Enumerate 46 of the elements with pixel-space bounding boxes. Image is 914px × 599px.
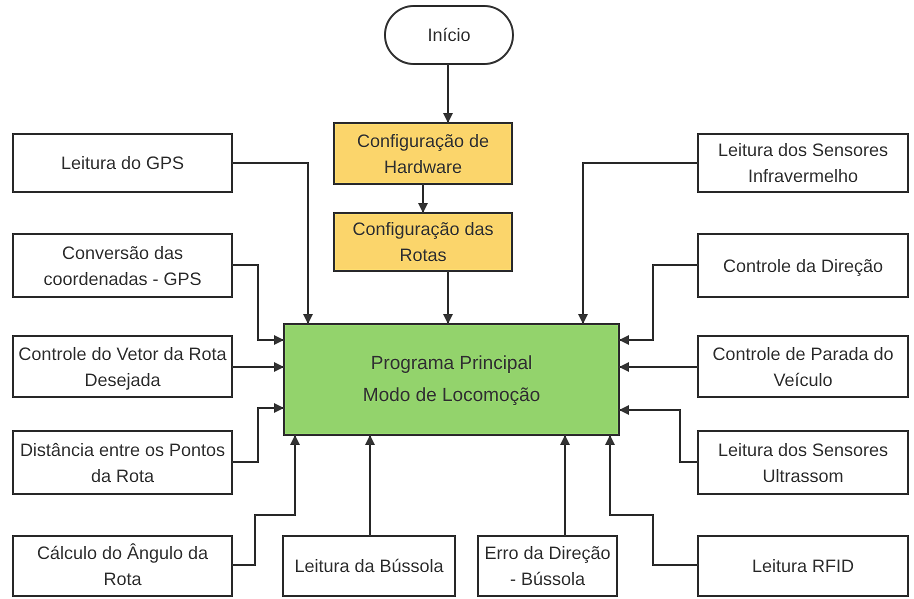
arrow: [560, 435, 570, 535]
arrow: [443, 65, 453, 123]
node-label: Configuração de Hardware: [356, 130, 490, 178]
arrow: [365, 435, 375, 535]
process-box: [697, 430, 909, 495]
node-label: Leitura dos Sensores Infravermelho: [716, 139, 890, 188]
process-box: [282, 535, 456, 597]
arrow: [443, 272, 453, 324]
node-label: Conversão das coordenadas - GPS: [42, 242, 203, 290]
arrow: [619, 264, 697, 345]
node-label: Configuração das Rotas: [351, 218, 495, 267]
main-process-box: [283, 323, 620, 436]
node-label: Erro da Direção - Bússola: [483, 542, 612, 591]
node-label: Início: [427, 24, 471, 47]
node-label: Controle do Vetor da Rota Desejada: [18, 342, 227, 392]
process-box: [12, 535, 233, 597]
arrow: [233, 162, 313, 324]
process-box: [12, 133, 233, 193]
process-box: [333, 212, 513, 272]
arrow: [233, 403, 284, 463]
node-label: Programa Principal Modo de Locomoção: [362, 352, 542, 408]
process-box: [697, 133, 909, 193]
arrow: [619, 362, 697, 372]
arrow: [418, 185, 428, 213]
node-label: Controle da Direção: [722, 254, 884, 278]
process-box: [12, 335, 233, 398]
arrow: [578, 162, 697, 324]
node-label: Leitura do GPS: [60, 152, 184, 175]
process-box: [333, 122, 513, 185]
arrow: [233, 362, 284, 372]
node-label: Leitura RFID: [752, 555, 854, 578]
arrow: [619, 405, 697, 463]
arrow: [233, 264, 284, 345]
node-label: Leitura da Bússola: [294, 555, 444, 578]
process-box: [697, 335, 909, 398]
process-box: [12, 233, 233, 298]
arrow: [233, 435, 300, 566]
arrow: [605, 435, 697, 566]
node-label: Leitura dos Sensores Ultrassom: [716, 438, 890, 488]
process-box: [697, 535, 909, 597]
node-label: Distância entre os Pontos da Rota: [18, 438, 226, 488]
process-box: [12, 430, 233, 495]
process-box: [477, 535, 618, 597]
node-label: Controle de Parada do Veículo: [711, 342, 895, 392]
process-box: [697, 233, 909, 298]
node-label: Cálculo do Ângulo da Rota: [36, 542, 210, 591]
